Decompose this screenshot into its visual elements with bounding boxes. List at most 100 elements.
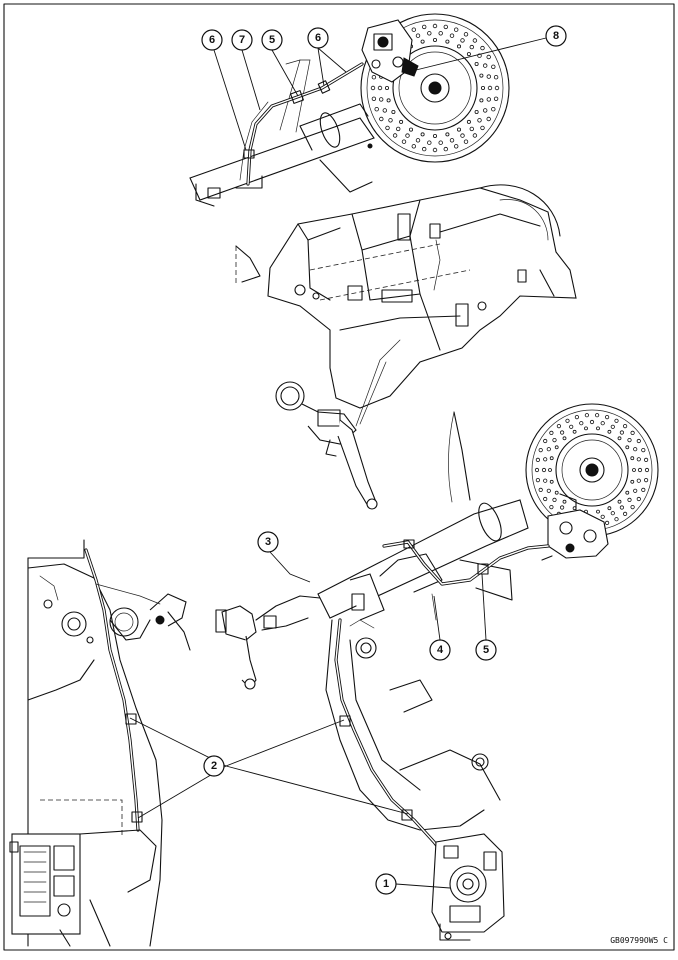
disc-hole: [449, 138, 455, 143]
disc-hole: [594, 413, 600, 418]
disc-hole: [559, 505, 565, 510]
right-lower-frame: [325, 618, 505, 941]
disc-hole: [456, 127, 461, 132]
disc-hole: [596, 509, 600, 514]
callout-5-lower-label: 5: [483, 644, 489, 656]
disc-hole: [636, 496, 641, 502]
disc-hole: [549, 430, 554, 435]
disc-hole: [422, 24, 427, 30]
callout-4-label: 4: [437, 644, 444, 656]
disc-hole: [420, 39, 425, 44]
disc-hole: [379, 116, 384, 122]
disc-hole: [543, 457, 548, 462]
disc-hole: [625, 445, 630, 450]
disc-hole: [569, 424, 574, 429]
callout-5-lower: 5: [475, 639, 497, 661]
disc-hole: [607, 429, 612, 434]
disc-hole: [463, 32, 469, 37]
disc-hole: [627, 437, 632, 443]
disc-hole: [556, 423, 562, 429]
disc-hole: [438, 140, 443, 145]
disc-hole: [630, 456, 635, 461]
disc-hole: [619, 505, 625, 510]
disc-hole: [480, 86, 485, 91]
callout-6-right-label: 6: [315, 32, 321, 44]
disc-hole: [460, 133, 465, 138]
disc-hole: [565, 418, 570, 423]
disc-hole: [486, 97, 491, 102]
disc-hole: [632, 468, 636, 472]
page-border: [3, 3, 675, 951]
callout-8-label: 8: [553, 30, 559, 42]
top-brake-caliper: [361, 19, 419, 83]
disc-hole: [445, 39, 450, 44]
disc-hole: [549, 504, 554, 510]
disc-hole: [445, 132, 450, 137]
callout-4: 4: [429, 639, 451, 661]
disc-hole: [543, 496, 548, 502]
steering-head-frame: [235, 184, 577, 409]
disc-hole: [641, 447, 646, 453]
disc-hole: [454, 27, 459, 32]
disc-hole: [614, 517, 619, 522]
disc-hole: [549, 479, 554, 484]
disc-hole: [538, 447, 543, 453]
disc-hole: [432, 38, 437, 43]
disc-hole: [600, 421, 605, 426]
disc-hole: [619, 430, 625, 435]
disc-hole: [386, 98, 391, 103]
disc-hole: [600, 514, 605, 519]
disc-hole: [379, 97, 384, 102]
disc-hole: [377, 85, 383, 91]
disc-hole: [579, 421, 584, 426]
disc-hole: [466, 119, 471, 124]
leader-lines: [129, 37, 547, 889]
clutch-master-cylinder: [215, 595, 321, 690]
callout-5-upper: 5: [261, 29, 283, 51]
disc-hole: [604, 414, 610, 420]
abs-hydraulic-unit-right: [431, 833, 505, 941]
disc-hole: [486, 74, 491, 79]
disc-hole: [534, 467, 540, 473]
disc-hole: [483, 63, 488, 68]
disc-hole: [636, 438, 641, 444]
disc-hole: [463, 139, 469, 144]
top-brake-hose: [235, 62, 364, 189]
abs-hydraulic-unit-left: [9, 799, 157, 947]
disc-hole: [630, 504, 635, 510]
callout-3: 3: [257, 531, 279, 553]
disc-hole: [422, 146, 427, 152]
disc-hole: [574, 414, 580, 420]
disc-hole: [371, 74, 377, 80]
disc-hole: [420, 132, 425, 137]
disc-hole: [370, 85, 376, 91]
left-handlebar-lever: [149, 593, 191, 651]
left-rear-hose: [84, 548, 161, 832]
disc-hole: [535, 457, 541, 462]
disc-hole: [535, 477, 541, 483]
disc-hole: [552, 497, 557, 502]
disc-hole: [494, 85, 500, 91]
top-fork-assembly: [189, 13, 510, 207]
disc-hole: [469, 126, 474, 132]
disc-hole: [432, 133, 437, 138]
disc-hole: [548, 468, 552, 472]
disc-hole: [607, 506, 612, 511]
disc-hole: [617, 436, 622, 441]
disc-hole: [401, 139, 407, 144]
top-fork-tube: [189, 59, 375, 207]
disc-hole: [472, 133, 478, 138]
disc-hole: [477, 118, 482, 123]
disc-hole: [454, 144, 459, 149]
disc-hole: [466, 52, 471, 57]
disc-hole: [405, 133, 410, 138]
disc-hole: [610, 424, 615, 429]
disc-hole: [493, 96, 499, 101]
left-frame-body: [27, 563, 163, 947]
disc-hole: [543, 478, 548, 483]
disc-hole: [554, 490, 559, 495]
disc-hole: [456, 44, 461, 49]
disc-hole: [625, 490, 630, 495]
disc-hole: [538, 487, 543, 492]
right-rear-hose: [334, 618, 450, 862]
